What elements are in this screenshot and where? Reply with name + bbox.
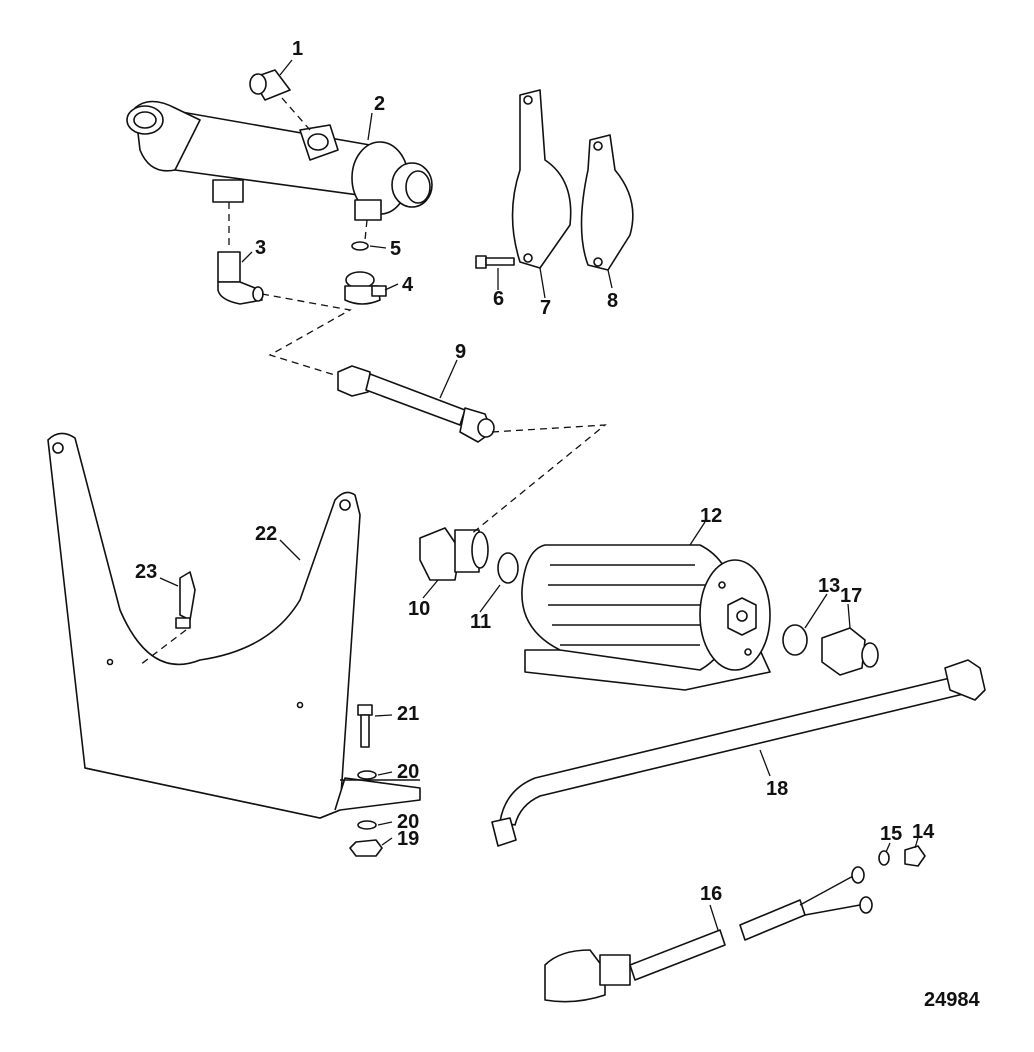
- callout-22: 22: [255, 523, 277, 545]
- callout-9: 9: [455, 341, 466, 363]
- part-22-bracket: [47, 432, 421, 819]
- callout-18: 18: [766, 778, 788, 800]
- callout-12: 12: [700, 505, 722, 527]
- callout-6: 6: [493, 288, 504, 310]
- part-15-washer: [878, 850, 890, 866]
- part-3-elbow-fitting: [217, 251, 264, 305]
- part-12-pump-motor: [521, 544, 771, 691]
- callout-10: 10: [408, 598, 430, 620]
- callout-15: 15: [880, 823, 902, 845]
- callout-23: 23: [135, 561, 157, 583]
- part-18-fuel-line: [491, 659, 986, 847]
- callout-2: 2: [374, 93, 385, 115]
- part-11-o-ring: [497, 552, 519, 584]
- part-13-o-ring: [782, 624, 808, 656]
- part-20-washer-lower: [357, 820, 377, 830]
- part-17-fitting: [821, 627, 879, 676]
- part-7-strap: [511, 89, 572, 269]
- part-5-washer: [351, 241, 369, 251]
- callout-4: 4: [402, 274, 414, 296]
- callouts: 1 2 3 4 5 6 7 8 9 10 11 12 13 14 15 16 1…: [135, 38, 935, 905]
- callout-19: 19: [397, 828, 419, 850]
- callout-1: 1: [292, 38, 303, 60]
- callout-21: 21: [397, 703, 419, 725]
- reference-number: 24984: [924, 989, 980, 1011]
- callout-16: 16: [700, 883, 722, 905]
- callout-11: 11: [470, 611, 491, 633]
- callout-14: 14: [912, 821, 935, 843]
- part-1-fitting: [249, 69, 291, 101]
- part-21-bolt: [357, 704, 373, 748]
- callout-7: 7: [540, 297, 551, 319]
- callout-20-upper: 20: [397, 761, 419, 783]
- part-9-hose: [337, 365, 495, 443]
- assembly-lines: [139, 97, 607, 666]
- part-2-cooler: [126, 100, 433, 221]
- callout-5: 5: [390, 238, 401, 260]
- callout-13: 13: [818, 575, 840, 597]
- part-20-washer-upper: [357, 770, 377, 780]
- part-10-fitting: [419, 527, 489, 581]
- callout-3: 3: [255, 237, 266, 259]
- part-19-nut: [349, 839, 383, 857]
- callout-8: 8: [607, 290, 618, 312]
- part-8-strap: [580, 134, 634, 271]
- part-4-tee-fitting: [344, 271, 387, 305]
- leader-lines: [159, 59, 919, 931]
- part-23-clip: [175, 571, 196, 629]
- callout-17: 17: [840, 585, 862, 607]
- part-16-harness: [544, 866, 873, 1003]
- part-6-bolt: [475, 255, 515, 269]
- part-14-nut: [904, 845, 926, 867]
- callout-20-lower: 20: [397, 811, 419, 833]
